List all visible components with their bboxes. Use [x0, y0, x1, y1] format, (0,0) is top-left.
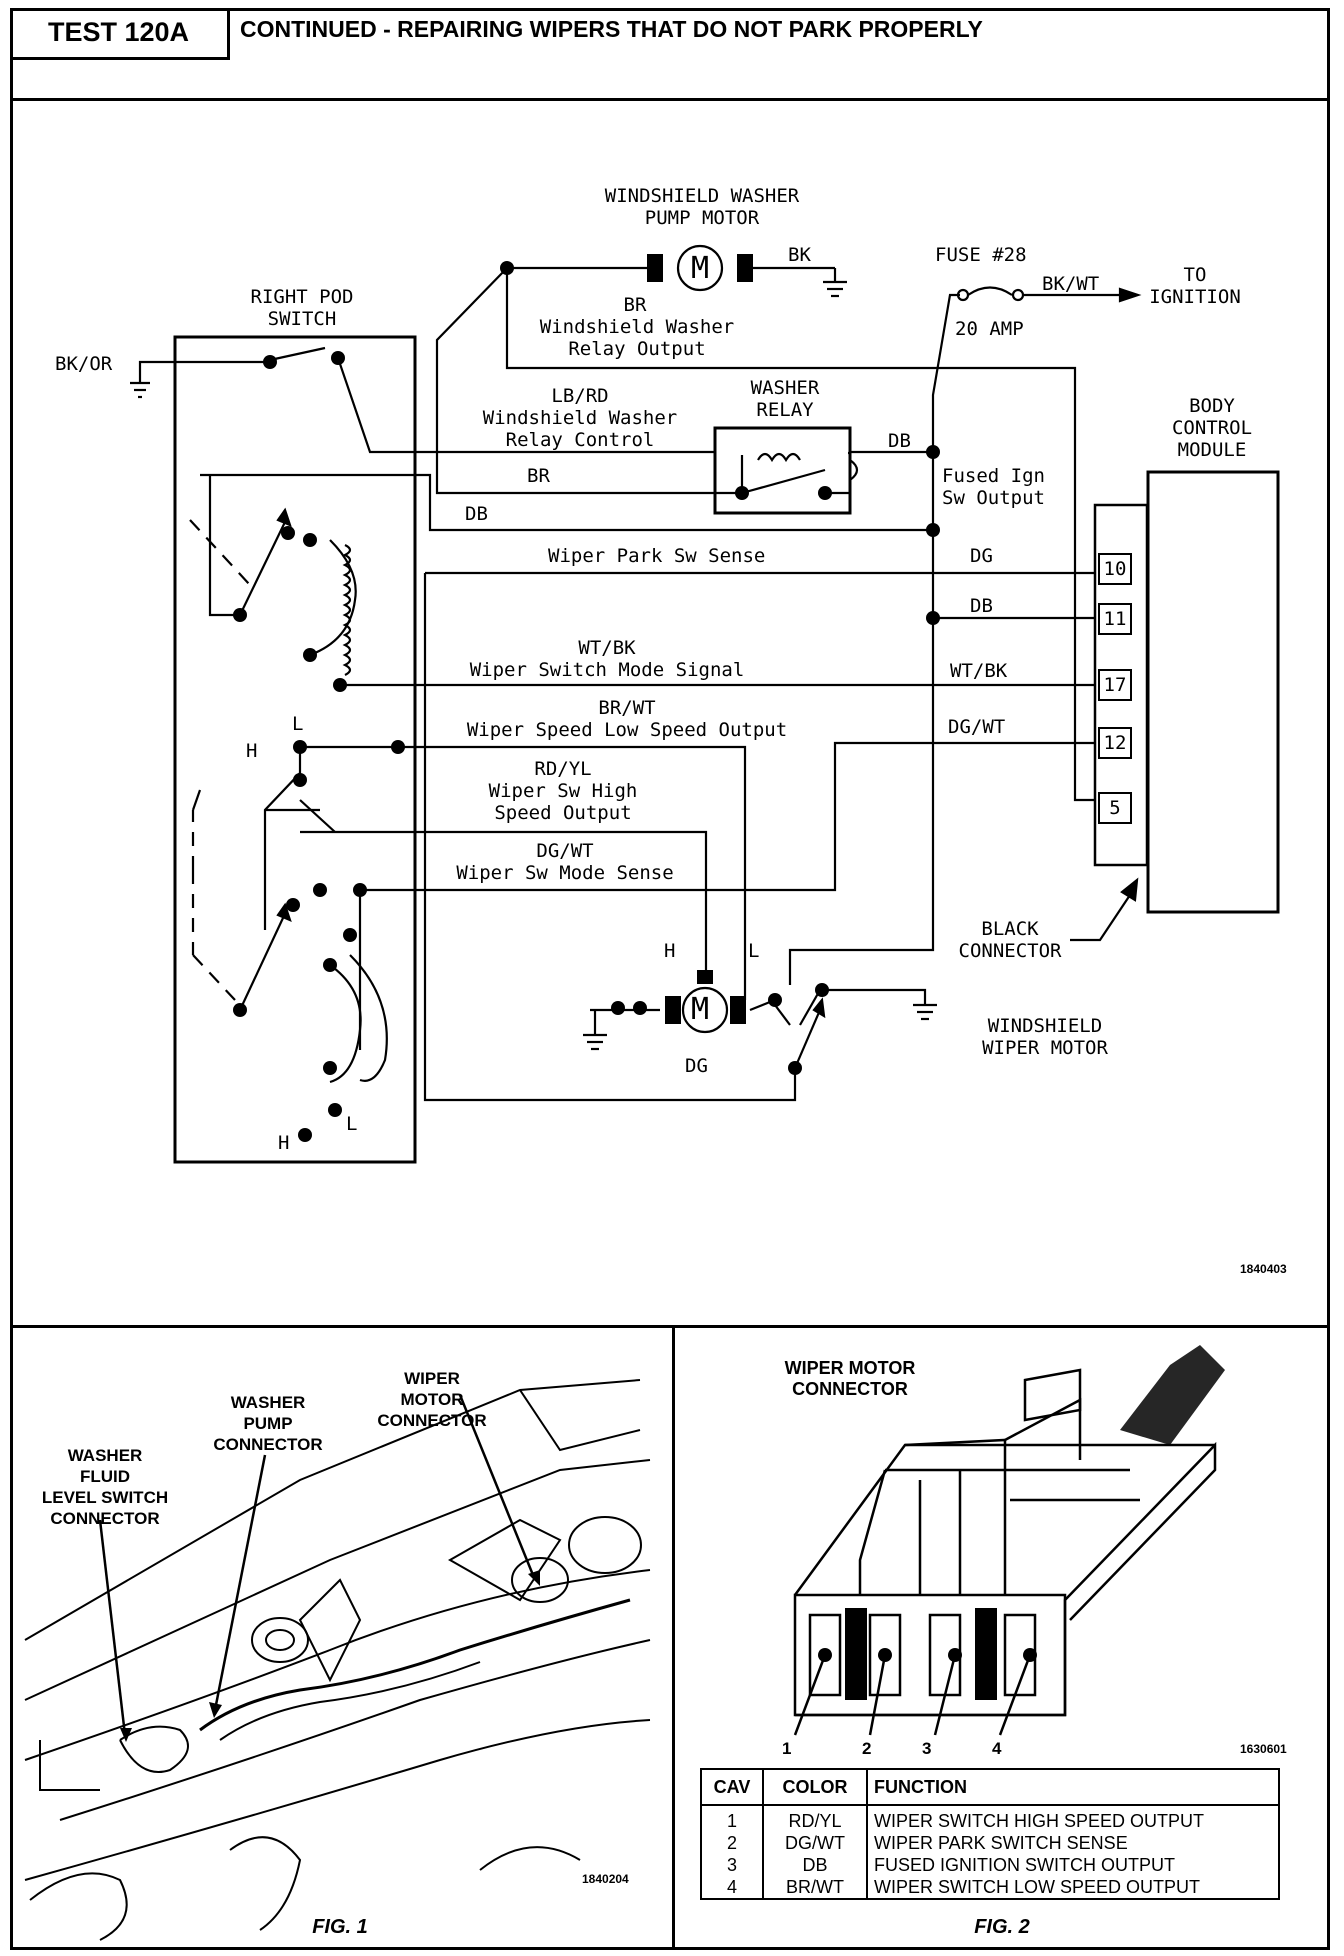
color-cell: DB	[762, 1854, 868, 1876]
fig2-caption: FIG. 2	[974, 1916, 1030, 1938]
col-color: COLOR	[762, 1768, 868, 1806]
function-cell: WIPER SWITCH LOW SPEED OUTPUT	[866, 1876, 1280, 1900]
h-motor-label: H	[664, 940, 676, 962]
col-cav: CAV	[700, 1768, 764, 1806]
fig1-ref: 1840204	[582, 1872, 629, 1886]
l-upper-label: L	[292, 713, 304, 735]
bcm-pin-17: 17	[1098, 669, 1132, 701]
br-top-label: BR	[623, 294, 647, 316]
washer-motor-symbol: M	[690, 251, 710, 286]
test-id: TEST 120A	[10, 8, 230, 60]
table-row: 2 DG/WT WIPER PARK SWITCH SENSE	[700, 1832, 1280, 1854]
bcm-pin-5: 5	[1098, 792, 1132, 824]
page-title: CONTINUED - REPAIRING WIPERS THAT DO NOT…	[240, 16, 983, 42]
db-pin11-label: DB	[970, 595, 993, 617]
figure-divider	[672, 1325, 675, 1950]
fuse-amp-label: 20 AMP	[955, 318, 1024, 340]
cavity-table: CAV COLOR FUNCTION 1 RD/YL WIPER SWITCH …	[700, 1768, 1280, 1900]
function-cell: FUSED IGNITION SWITCH OUTPUT	[866, 1854, 1280, 1876]
cavity-number-2: 2	[862, 1739, 872, 1758]
schematic-ref: 1840403	[1240, 1262, 1287, 1276]
l-lower-label: L	[346, 1113, 358, 1135]
cavity-number-1: 1	[782, 1739, 792, 1758]
function-cell: WIPER SWITCH HIGH SPEED OUTPUT	[866, 1805, 1280, 1832]
wiper-park-sense-label: Wiper Park Sw Sense	[548, 545, 766, 567]
wiper-motor-symbol: M	[690, 992, 710, 1027]
cav-cell: 3	[700, 1854, 764, 1876]
cav-cell: 4	[700, 1876, 764, 1900]
table-row: 3 DB FUSED IGNITION SWITCH OUTPUT	[700, 1854, 1280, 1876]
h-lower-label: H	[278, 1132, 290, 1154]
bk-or-label: BK/OR	[55, 353, 113, 375]
dg-label: DG	[970, 545, 993, 567]
wtbk-right-label: WT/BK	[950, 660, 1008, 682]
color-cell: DG/WT	[762, 1832, 868, 1854]
fig2-ref: 1630601	[1240, 1742, 1287, 1756]
section-divider	[10, 1325, 1330, 1328]
db-relay-label: DB	[888, 430, 911, 452]
cavity-number-3: 3	[922, 1739, 932, 1758]
table-row: 1 RD/YL WIPER SWITCH HIGH SPEED OUTPUT	[700, 1805, 1280, 1832]
fig1-caption: FIG. 1	[312, 1916, 368, 1938]
fuse-label: FUSE #28	[935, 244, 1027, 266]
function-cell: WIPER PARK SWITCH SENSE	[866, 1832, 1280, 1854]
cavity-table-header: CAV COLOR FUNCTION	[700, 1768, 1280, 1806]
color-cell: RD/YL	[762, 1805, 868, 1832]
br-mid-label: BR	[527, 465, 550, 487]
bcm-pin-12: 12	[1098, 727, 1132, 759]
dg-motor-label: DG	[685, 1055, 708, 1077]
table-row: 4 BR/WT WIPER SWITCH LOW SPEED OUTPUT	[700, 1876, 1280, 1900]
db-left-label: DB	[465, 503, 488, 525]
bk-label: BK	[788, 244, 811, 266]
header-divider	[10, 98, 1330, 101]
cav-cell: 2	[700, 1832, 764, 1854]
col-function: FUNCTION	[866, 1768, 1280, 1806]
l-motor-label: L	[748, 940, 760, 962]
color-cell: BR/WT	[762, 1876, 868, 1900]
h-upper-label: H	[246, 740, 258, 762]
dgwt-right-label: DG/WT	[948, 716, 1006, 738]
cavity-number-4: 4	[992, 1739, 1002, 1758]
bcm-pin-11: 11	[1098, 603, 1132, 635]
page-frame	[10, 8, 1330, 1950]
bcm-pin-10: 10	[1098, 553, 1132, 585]
fuse-bkwt-label: BK/WT	[1042, 273, 1100, 295]
cav-cell: 1	[700, 1805, 764, 1832]
